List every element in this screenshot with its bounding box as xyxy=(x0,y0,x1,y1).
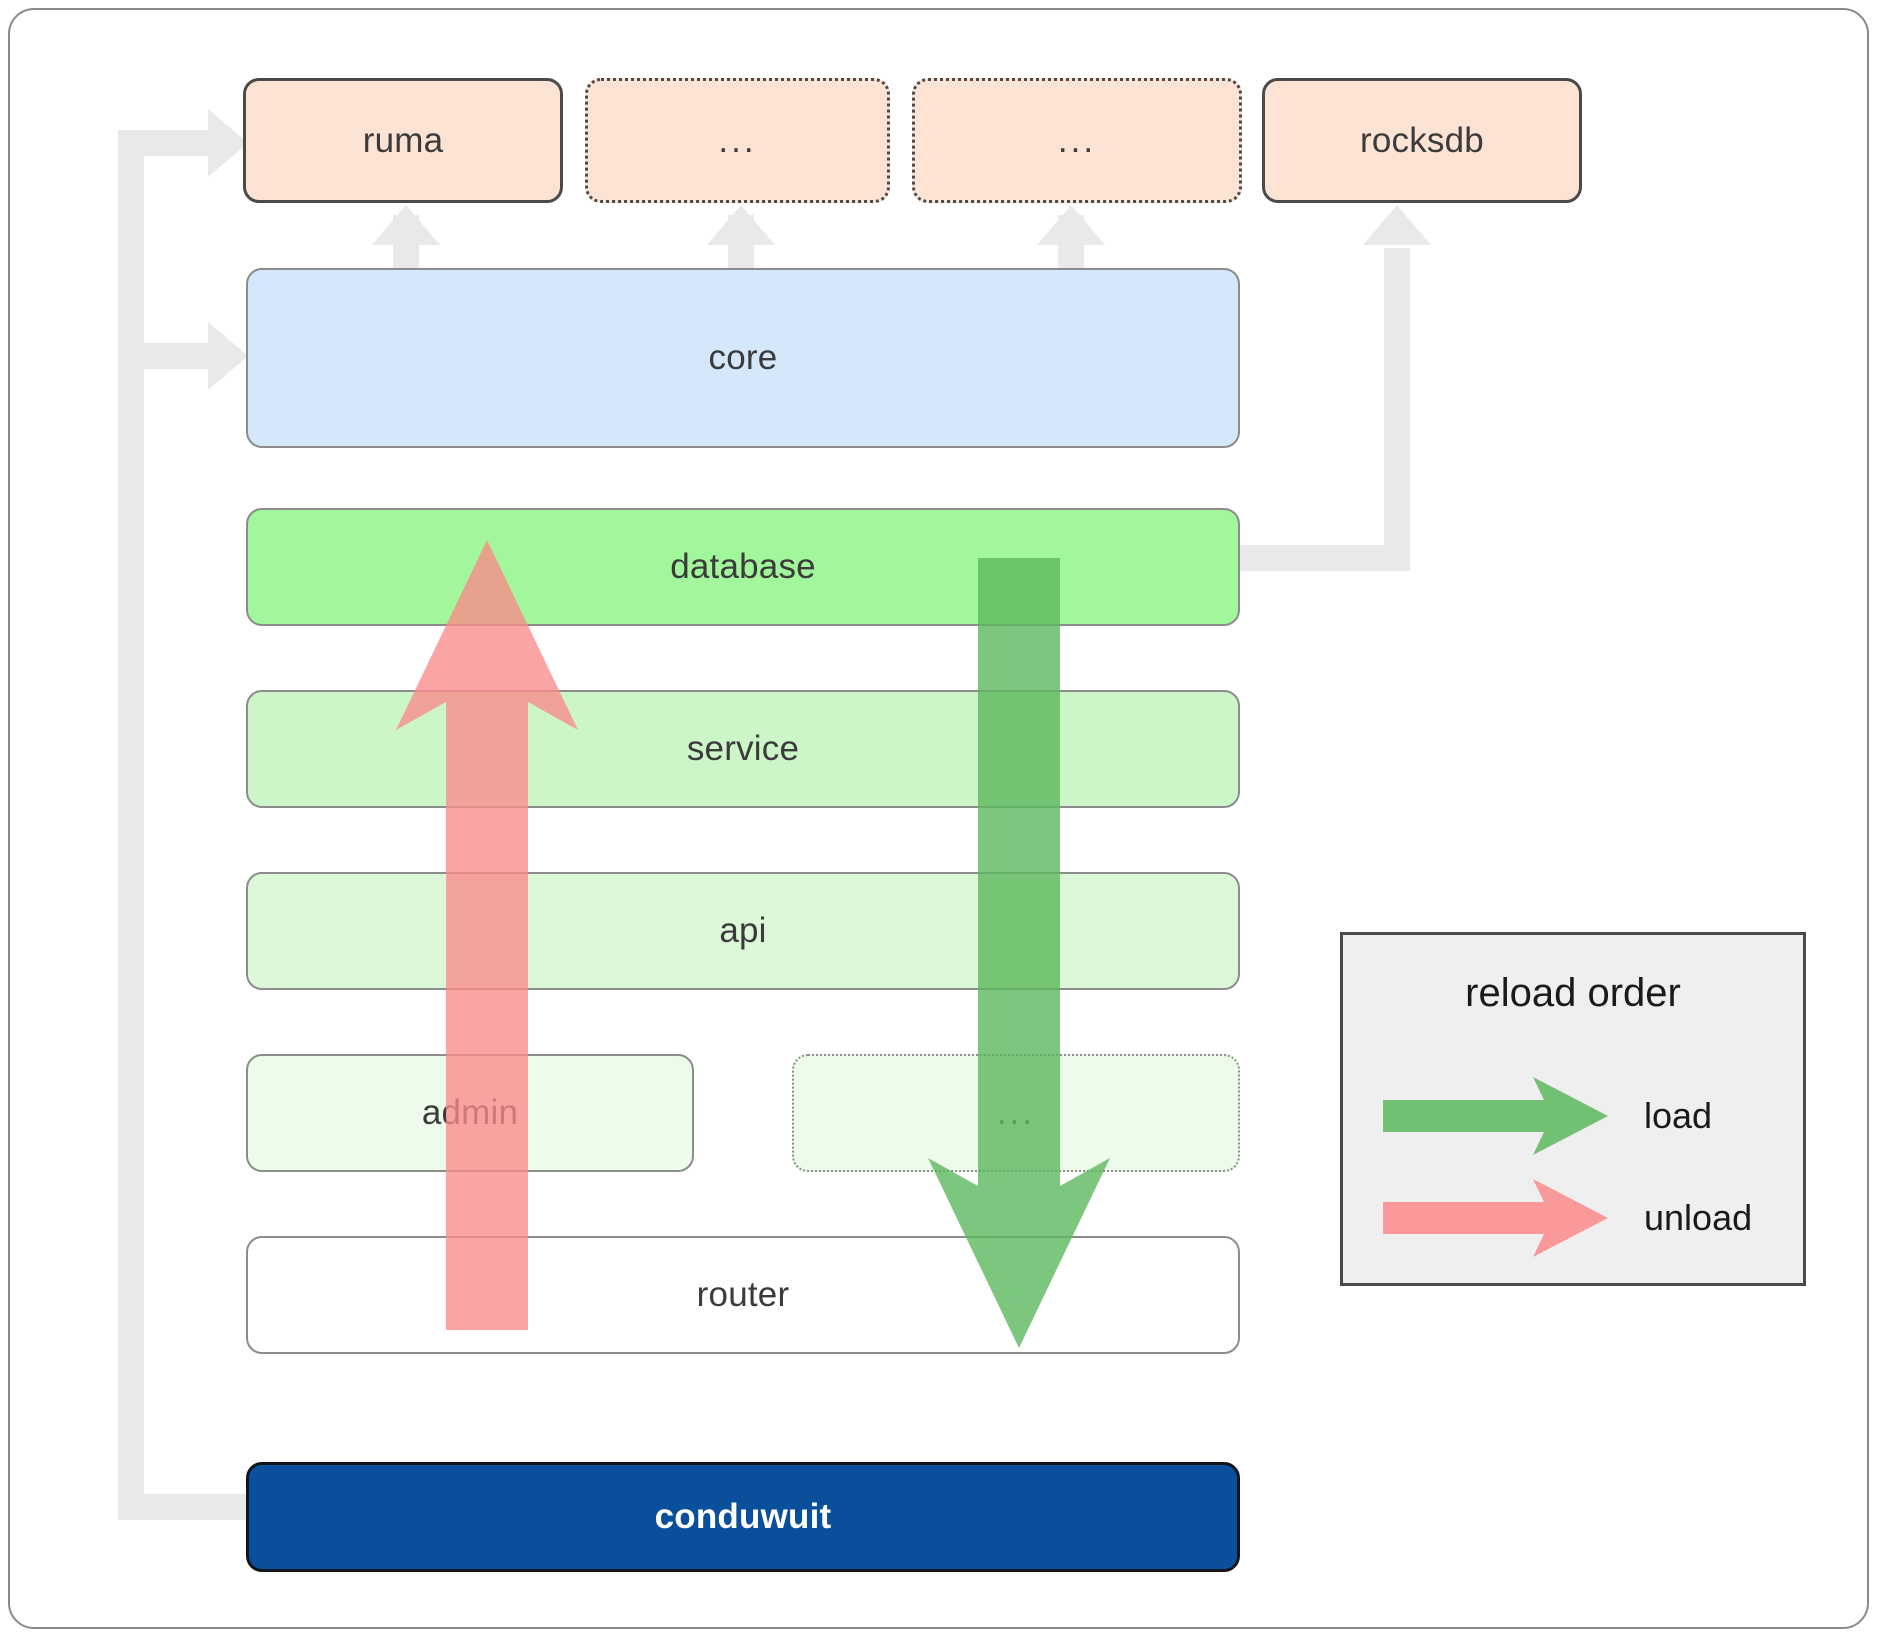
legend-panel: reload order load unload xyxy=(1340,932,1806,1286)
dependency-label-placeholder-2: ... xyxy=(1057,120,1097,160)
layer-box-router[interactable]: router xyxy=(246,1236,1240,1354)
legend-unload-arrow-icon xyxy=(1383,1179,1608,1257)
legend-label-load: load xyxy=(1644,1095,1713,1136)
dependency-box-placeholder-2[interactable]: ... xyxy=(912,78,1242,203)
connector-database-to-rocksdb-horizontal xyxy=(1220,545,1410,571)
layer-box-admin[interactable]: admin xyxy=(246,1054,694,1172)
connector-to-ruma-arrowhead xyxy=(208,109,248,177)
dependency-box-ruma[interactable]: ruma xyxy=(243,78,563,203)
connector-core-to-dep2-arrowhead xyxy=(707,205,775,245)
connector-database-to-rocksdb-arrowhead xyxy=(1363,205,1431,245)
connector-database-to-rocksdb-vertical xyxy=(1384,248,1410,568)
connector-to-core-arrowhead xyxy=(208,322,248,390)
root-label-conduwuit: conduwuit xyxy=(654,1497,832,1536)
connector-core-to-ruma-arrowhead xyxy=(372,205,440,245)
layer-label-service: service xyxy=(686,729,800,768)
layer-label-router: router xyxy=(696,1275,790,1314)
layer-label-api: api xyxy=(719,911,767,950)
dependency-label-rocksdb: rocksdb xyxy=(1360,120,1484,160)
dependency-box-placeholder-1[interactable]: ... xyxy=(585,78,890,203)
dependency-label-ruma: ruma xyxy=(362,120,444,160)
layer-box-database[interactable]: database xyxy=(246,508,1240,626)
layer-box-api[interactable]: api xyxy=(246,872,1240,990)
dependency-label-placeholder-1: ... xyxy=(718,120,757,160)
layer-box-service[interactable]: service xyxy=(246,690,1240,808)
layer-label-database: database xyxy=(670,547,816,586)
layer-label-admin: admin xyxy=(421,1093,519,1132)
connector-core-to-dep3-arrowhead xyxy=(1037,205,1105,245)
legend-row-unload: unload xyxy=(1383,1179,1752,1257)
root-box-conduwuit[interactable]: conduwuit xyxy=(246,1462,1240,1572)
core-label: core xyxy=(708,338,778,377)
diagram-frame xyxy=(8,8,1869,1629)
core-box[interactable]: core xyxy=(246,268,1240,448)
legend-title: reload order xyxy=(1465,971,1681,1015)
dependency-box-rocksdb[interactable]: rocksdb xyxy=(1262,78,1582,203)
legend-load-arrow-icon xyxy=(1383,1077,1608,1155)
layer-box-placeholder[interactable]: ... xyxy=(792,1054,1240,1172)
legend-row-load: load xyxy=(1383,1077,1712,1155)
legend-label-unload: unload xyxy=(1644,1197,1753,1238)
layer-label-placeholder: ... xyxy=(996,1093,1036,1132)
connector-left-vertical-trunk xyxy=(118,130,144,1520)
